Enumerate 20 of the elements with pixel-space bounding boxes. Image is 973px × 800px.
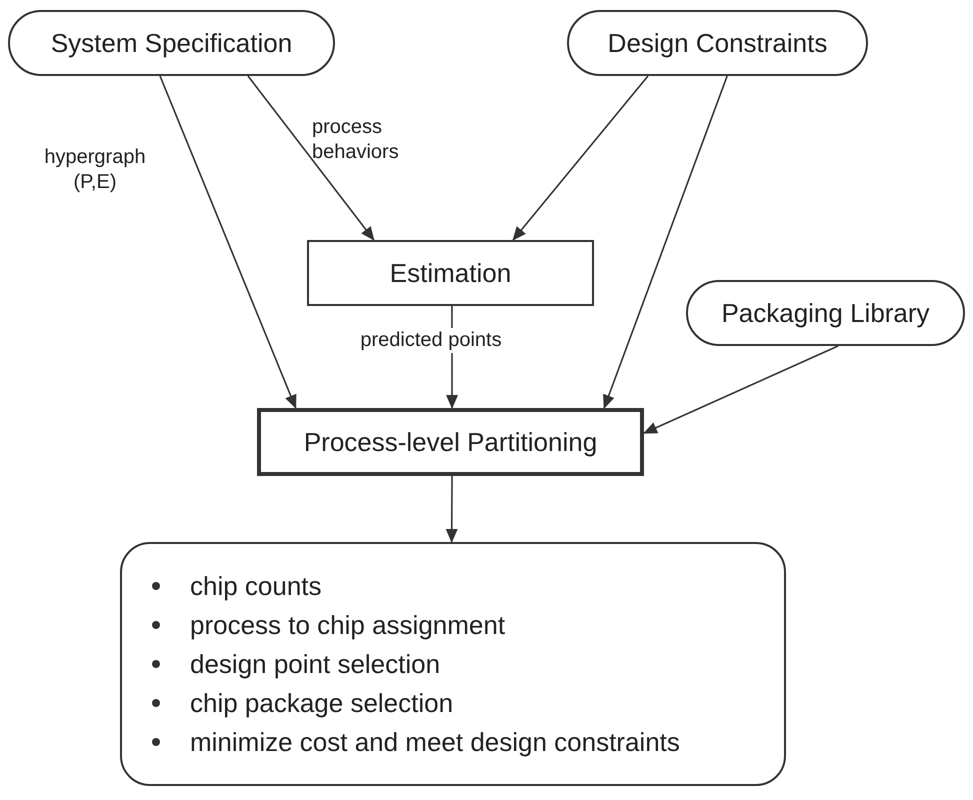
- list-item-text: minimize cost and meet design constraints: [190, 726, 680, 758]
- node-label: Process-level Partitioning: [304, 426, 598, 458]
- list-item-text: chip package selection: [190, 688, 454, 718]
- arrow: [159, 76, 296, 409]
- list-item-text: process to chip assignment: [190, 610, 506, 640]
- arrow: [247, 76, 374, 241]
- node-label: Design Constraints: [608, 28, 828, 58]
- edge-label: process behaviors: [312, 115, 400, 165]
- node-label: System Specification: [50, 28, 292, 58]
- arrow: [446, 476, 458, 543]
- list-item-text: design point selection: [190, 648, 440, 680]
- arrow: [603, 76, 728, 409]
- node-label: Packaging Library: [721, 298, 930, 328]
- process-box: [307, 240, 594, 306]
- process-box: [257, 408, 644, 476]
- arrow: [643, 345, 838, 434]
- node-label: Estimation: [390, 258, 512, 288]
- list-item-text: chip counts: [190, 570, 322, 602]
- result-box: [120, 542, 786, 786]
- arrow: [512, 76, 649, 241]
